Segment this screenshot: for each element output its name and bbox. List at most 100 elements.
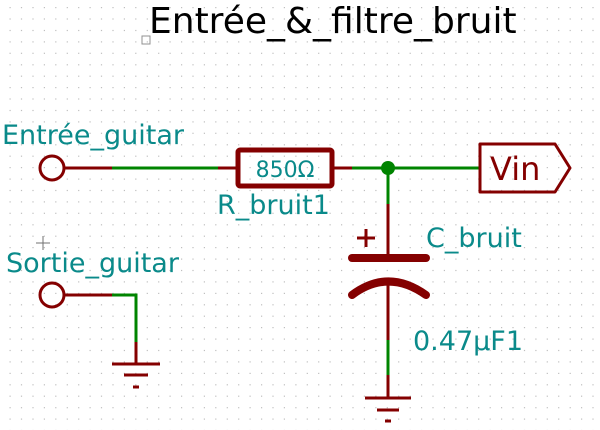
grid-dot: [329, 361, 331, 363]
grid-dot: [100, 338, 103, 340]
grid-dot: [546, 395, 548, 397]
grid-dot: [32, 361, 34, 363]
grid-dot: [135, 75, 137, 77]
grid-dot: [569, 349, 571, 352]
grid-dot: [261, 212, 263, 214]
grid-dot: [501, 18, 503, 20]
resistor-r-bruit1[interactable]: 850Ω R_bruit1: [217, 147, 352, 221]
grid-dot: [100, 29, 103, 32]
grid-dot: [55, 281, 57, 283]
grid-dot: [32, 201, 34, 203]
grid-dot: [341, 18, 343, 20]
grid-dot: [146, 258, 148, 260]
grid-dot: [43, 315, 45, 317]
grid-dot: [295, 224, 297, 226]
grid-dot: [100, 247, 103, 249]
grid-dot: [9, 7, 11, 9]
sheet-title[interactable]: Entrée_&_filtre_bruit: [149, 1, 517, 42]
grid-dot: [249, 178, 251, 180]
grid-dot: [592, 407, 594, 409]
grid-dot: [78, 189, 80, 192]
grid-dot: [501, 52, 503, 54]
grid-dot: [523, 87, 526, 89]
grid-dot: [318, 121, 320, 123]
grid-dot: [283, 372, 285, 374]
grid-dot: [238, 349, 240, 352]
grid-dot: [363, 64, 365, 66]
grid-dot: [569, 189, 571, 192]
grid-dot: [283, 167, 285, 169]
connector-entree-guitar[interactable]: Entrée_guitar: [2, 120, 185, 182]
grid-dot: [55, 167, 57, 169]
grid-dot: [9, 155, 11, 157]
grid-dot: [261, 224, 263, 226]
grid-dot: [569, 52, 571, 54]
grid-dot: [181, 407, 183, 409]
grid-dot: [215, 292, 217, 294]
grid-dot: [9, 327, 11, 329]
grid-dot: [306, 304, 308, 306]
grid-dot: [432, 29, 434, 32]
grid-dot: [363, 395, 365, 397]
grid-dot: [295, 41, 297, 43]
grid-dot: [489, 64, 491, 66]
grid-dot: [249, 121, 251, 123]
grid-dot: [581, 281, 583, 283]
capacitor-c-bruit[interactable]: C_bruit 0.47µF1: [348, 204, 523, 357]
grid-dot: [569, 98, 571, 100]
grid-dot: [546, 201, 548, 203]
grid-dot: [546, 269, 548, 272]
grid-dot: [169, 372, 171, 374]
grid-dot: [261, 132, 263, 134]
grid-dot: [409, 121, 411, 123]
grid-dot: [455, 178, 457, 180]
grid-dot: [409, 269, 411, 272]
grid-dot: [169, 64, 171, 66]
grid-dot: [146, 327, 148, 329]
grid-dot: [512, 87, 514, 89]
grid-dot: [55, 384, 57, 386]
ground-symbol-output[interactable]: [112, 342, 160, 389]
grid-dot: [352, 7, 354, 9]
grid-dot: [249, 64, 251, 66]
grid-dot: [341, 201, 343, 203]
grid-dot: [295, 361, 297, 363]
grid-dot: [306, 144, 308, 146]
grid-dot: [295, 75, 297, 77]
grid-dot: [192, 281, 194, 283]
grid-dot: [375, 338, 377, 340]
grid-dot: [363, 7, 365, 9]
grid-dot: [329, 189, 331, 192]
wire-output-ground[interactable]: [112, 293, 138, 342]
grid-dot: [238, 247, 240, 249]
global-label-vin[interactable]: Vin: [478, 142, 572, 194]
grid-dot: [329, 327, 331, 329]
grid-dot: [455, 304, 457, 306]
grid-dot: [89, 7, 91, 9]
grid-dot: [432, 52, 434, 54]
ground-symbol-cap[interactable]: [365, 375, 411, 423]
grid-dot: [443, 304, 445, 306]
grid-dot: [9, 98, 11, 100]
grid-dot: [203, 189, 205, 192]
grid-dot: [20, 224, 23, 226]
grid-dot: [249, 315, 251, 317]
grid-dot: [386, 64, 388, 66]
grid-dot: [512, 212, 514, 214]
grid-dot: [318, 212, 320, 214]
grid-dot: [158, 418, 160, 420]
grid-dot: [249, 247, 251, 249]
grid-dot: [215, 178, 217, 180]
grid-dot: [546, 327, 548, 329]
grid-dot: [329, 349, 331, 352]
grid-dot: [181, 315, 183, 317]
grid-dot: [306, 132, 308, 134]
grid-dot: [283, 315, 285, 317]
grid-dot: [272, 189, 274, 192]
grid-dot: [158, 109, 160, 112]
grid-dot: [123, 52, 125, 54]
grid-dot: [272, 201, 274, 203]
connector-sortie-guitar[interactable]: Sortie_guitar: [6, 236, 180, 309]
grid-dot: [192, 189, 194, 192]
grid-dot: [478, 315, 480, 317]
